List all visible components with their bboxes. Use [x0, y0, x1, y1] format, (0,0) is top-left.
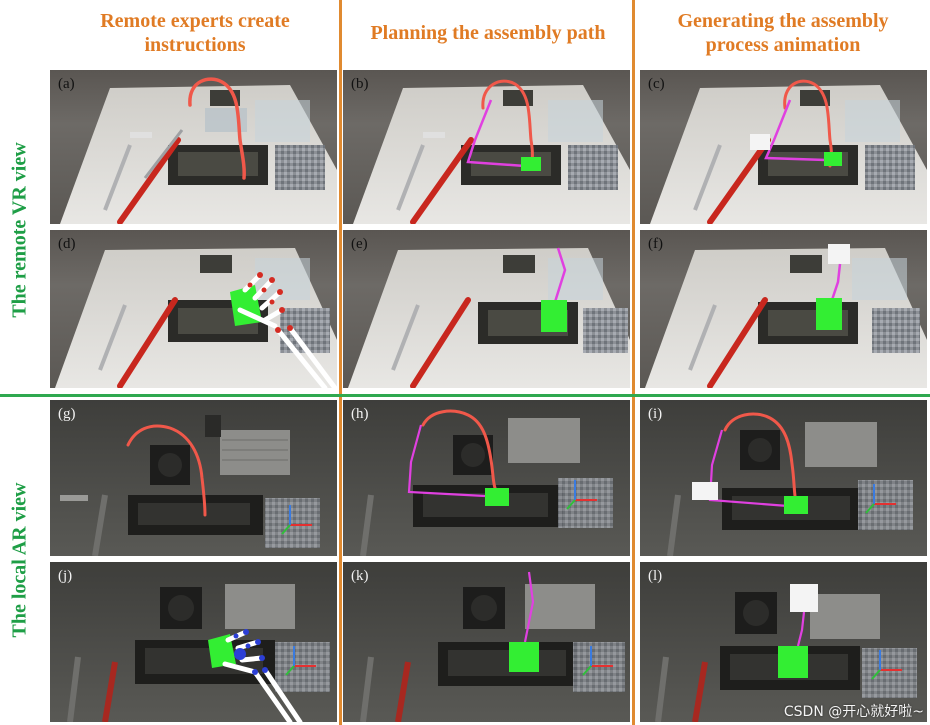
panel-l: (l) — [640, 562, 927, 722]
column-separator-1 — [339, 0, 342, 725]
panel-label: (h) — [351, 406, 369, 423]
watermark: CSDN @开心就好啦~ — [784, 701, 924, 721]
panel-h: (h) — [343, 400, 630, 556]
panel-k: (k) — [343, 562, 630, 722]
column-title-path: Planning the assembly path — [343, 0, 633, 66]
panel-label: (g) — [58, 406, 76, 423]
panel-label: (i) — [648, 406, 662, 423]
row-label-vr: The remote VR view — [9, 142, 32, 317]
row-separator — [0, 394, 930, 397]
column-separator-2 — [632, 0, 635, 725]
panel-label: (j) — [58, 568, 72, 585]
panel-d: (d) — [50, 230, 337, 388]
panel-label: (l) — [648, 568, 662, 585]
panel-g: (g) — [50, 400, 337, 556]
panel-label: (e) — [351, 236, 368, 253]
panel-label: (k) — [351, 568, 369, 585]
panel-b: (b) — [343, 70, 630, 224]
panel-f: (f) — [640, 230, 927, 388]
panel-label: (f) — [648, 236, 663, 253]
column-title-line2: instructions — [144, 34, 245, 56]
panel-label: (c) — [648, 76, 665, 93]
panel-label: (d) — [58, 236, 76, 253]
row-label-ar: The local AR view — [9, 483, 32, 638]
panel-label: (b) — [351, 76, 369, 93]
column-title-line1: Generating the assembly — [677, 10, 888, 32]
panel-c: (c) — [640, 70, 927, 224]
column-title-line1: Planning the assembly path — [370, 22, 605, 44]
column-title-line1: Remote experts create — [100, 10, 290, 32]
panel-j: (j) — [50, 562, 337, 722]
panel-i: (i) — [640, 400, 927, 556]
column-title-line2: process animation — [706, 34, 861, 56]
panel-label: (a) — [58, 76, 75, 93]
panel-a: (a) — [50, 70, 337, 224]
panel-e: (e) — [343, 230, 630, 388]
